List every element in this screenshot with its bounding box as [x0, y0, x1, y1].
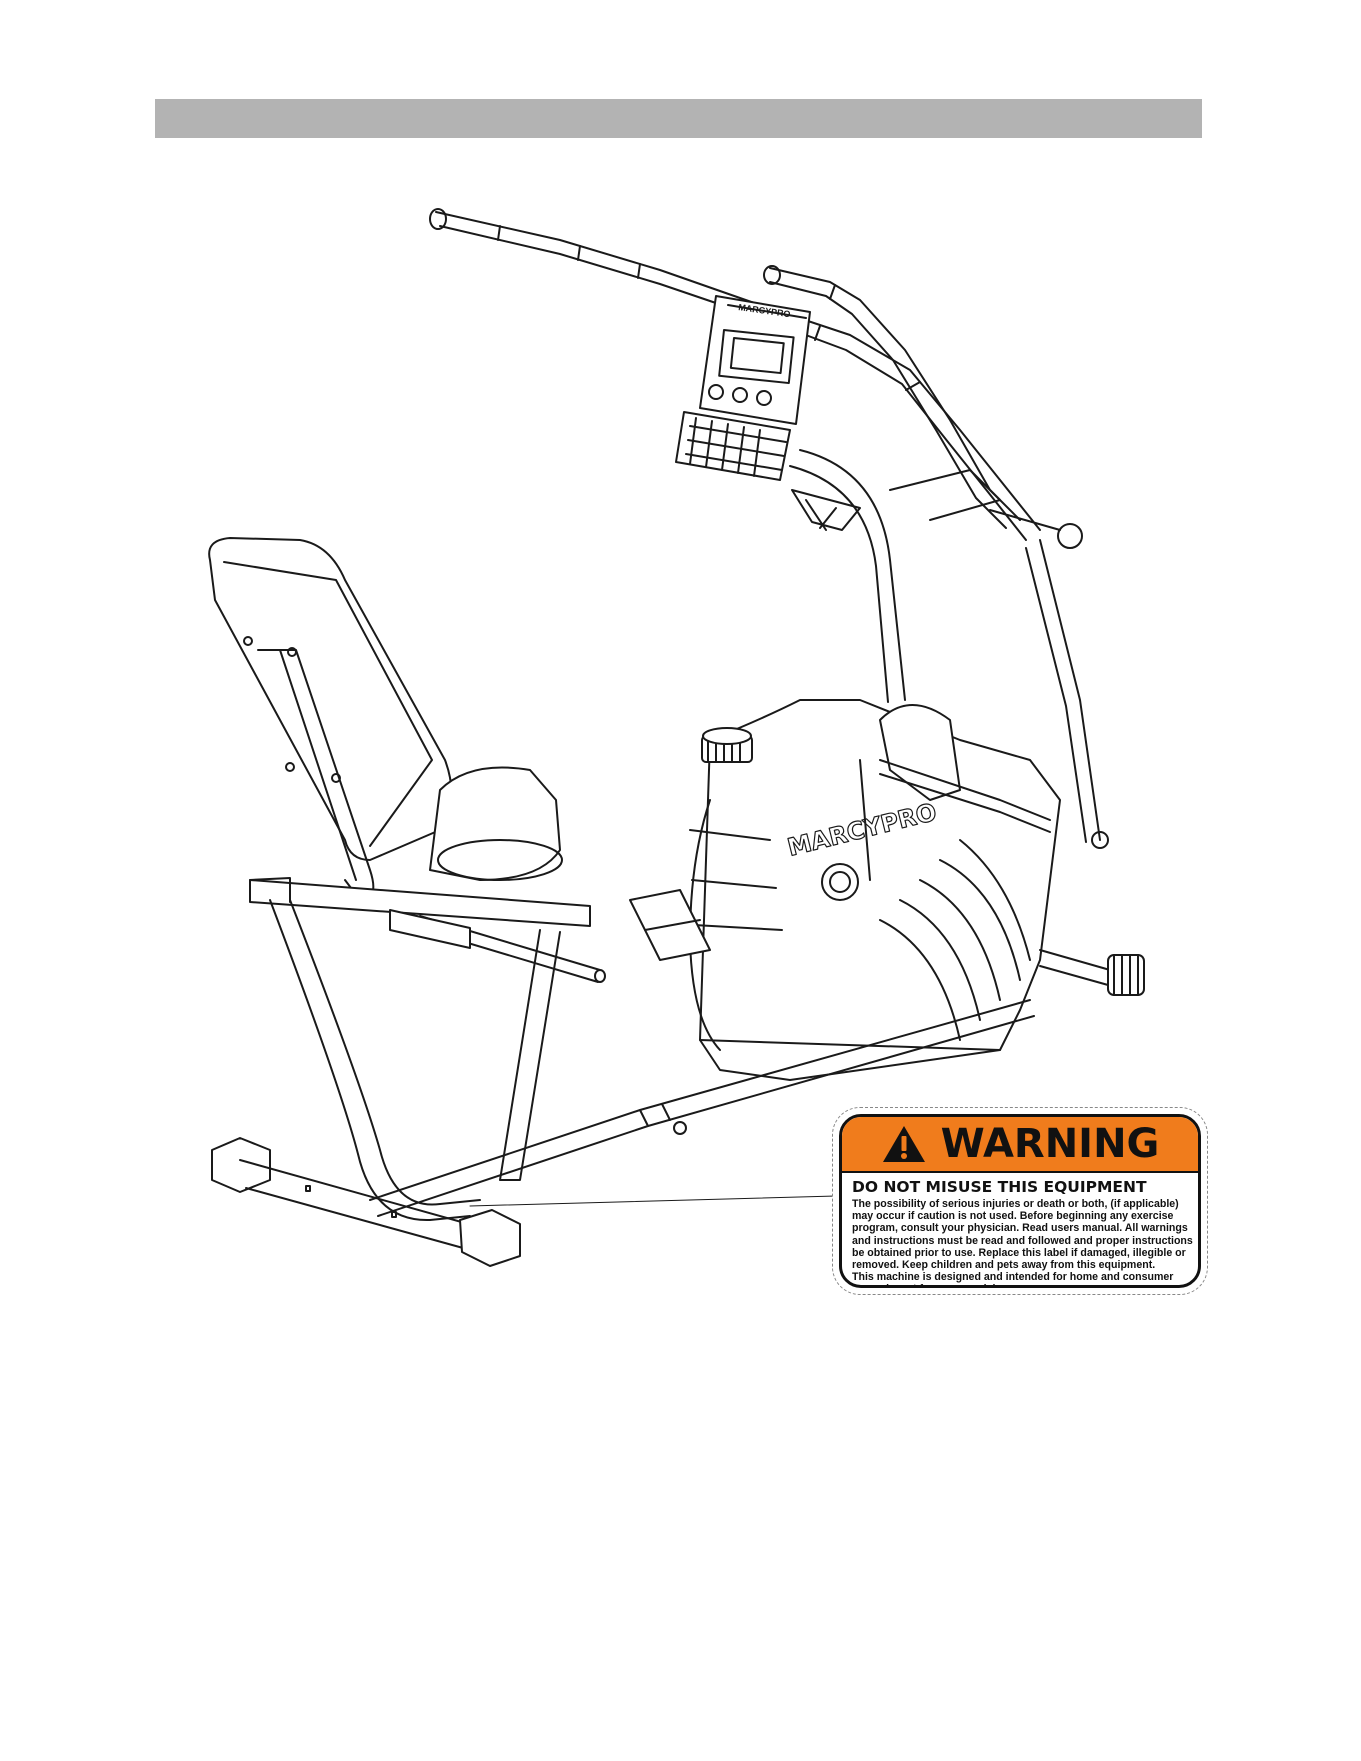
pedal-right — [859, 704, 1051, 881]
seat-cushion — [429, 766, 563, 881]
bottle-holder — [791, 489, 861, 531]
rear-stabilizer — [211, 1137, 521, 1267]
main-frame-rail — [369, 999, 1035, 1217]
console-display — [675, 295, 811, 481]
front-stabilizer — [1025, 539, 1145, 996]
pedal-left — [629, 889, 711, 961]
warning-subtitle: DO NOT MISUSE THIS EQUIPMENT — [852, 1178, 1147, 1196]
seat-base-frame — [269, 899, 561, 1222]
center-mast — [789, 449, 1083, 703]
section-header-bar — [155, 99, 1202, 138]
warning-label: WARNING DO NOT MISUSE THIS EQUIPMENT The… — [832, 1107, 1208, 1295]
seat-backrest — [208, 537, 453, 861]
warning-title: WARNING — [940, 1121, 1160, 1167]
warning-body-text: The possibility of serious injuries or d… — [852, 1198, 1193, 1285]
warning-label-inner: WARNING DO NOT MISUSE THIS EQUIPMENT The… — [839, 1114, 1201, 1288]
seat-frame — [249, 649, 606, 983]
label-leader-line — [469, 1195, 837, 1207]
warning-triangle-icon — [882, 1126, 925, 1162]
tension-knob — [701, 727, 753, 763]
warning-header: WARNING — [842, 1117, 1198, 1173]
